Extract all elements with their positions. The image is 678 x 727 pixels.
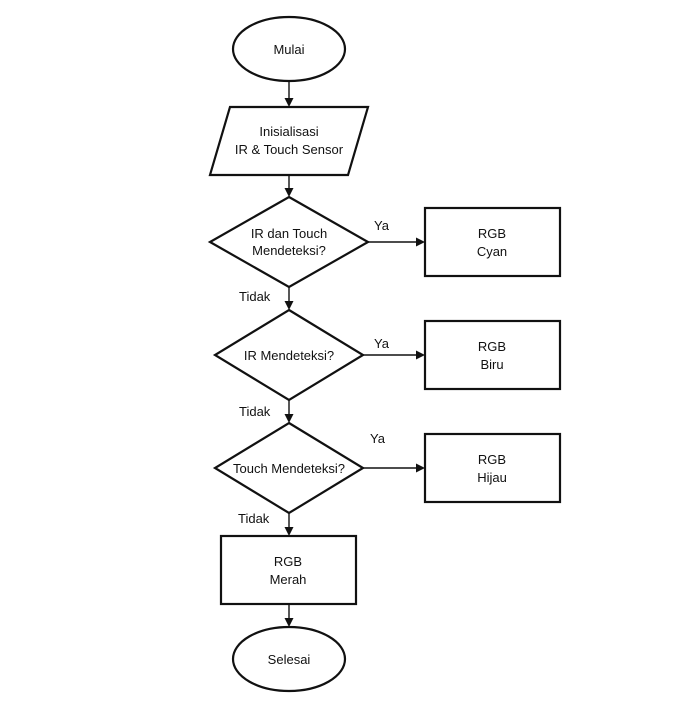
process-rgb-biru-line1: RGB <box>478 339 506 354</box>
process-rgb-merah-line2: Merah <box>270 572 307 587</box>
decision-ir-and-touch-line2: Mendeteksi? <box>252 243 326 258</box>
arrow-decision2-to-decision3 <box>284 400 294 423</box>
start-label: Mulai <box>273 42 304 57</box>
edge-label-tidak-2: Tidak <box>239 404 271 419</box>
arrow-decision1-to-cyan <box>368 237 425 247</box>
process-rgb-merah: RGB Merah <box>219 534 358 606</box>
decision-ir-label: IR Mendeteksi? <box>244 348 334 363</box>
process-rgb-cyan-line1: RGB <box>478 226 506 241</box>
decision-touch-label: Touch Mendeteksi? <box>233 461 345 476</box>
process-rgb-biru-line2: Biru <box>480 357 503 372</box>
init-node: Inisialisasi IR & Touch Sensor <box>208 105 370 177</box>
arrow-decision2-to-biru <box>363 350 425 360</box>
edge-label-ya-1: Ya <box>374 218 390 233</box>
init-label-line1: Inisialisasi <box>259 124 318 139</box>
arrow-decision3-to-hijau <box>363 463 425 473</box>
edge-label-tidak-1: Tidak <box>239 289 271 304</box>
arrow-init-to-decision1 <box>284 175 294 197</box>
process-rgb-hijau: RGB Hijau <box>423 432 562 504</box>
decision-touch: Touch Mendeteksi? <box>212 421 366 515</box>
process-rgb-biru: RGB Biru <box>423 319 562 391</box>
edge-label-ya-2: Ya <box>374 336 390 351</box>
start-node: Mulai <box>231 15 347 83</box>
process-rgb-cyan-line2: Cyan <box>477 244 507 259</box>
arrow-start-to-init <box>284 81 294 107</box>
edge-label-tidak-3: Tidak <box>238 511 270 526</box>
process-rgb-hijau-line2: Hijau <box>477 470 507 485</box>
arrow-decision1-to-decision2 <box>284 287 294 310</box>
arrow-decision3-to-merah <box>284 513 294 536</box>
process-rgb-merah-line1: RGB <box>274 554 302 569</box>
process-rgb-cyan: RGB Cyan <box>423 206 562 278</box>
process-rgb-hijau-line1: RGB <box>478 452 506 467</box>
end-node: Selesai <box>231 625 347 693</box>
init-label-line2: IR & Touch Sensor <box>235 142 344 157</box>
end-label: Selesai <box>268 652 311 667</box>
arrow-merah-to-end <box>284 604 294 627</box>
decision-ir: IR Mendeteksi? <box>212 308 366 402</box>
decision-ir-and-touch-line1: IR dan Touch <box>251 226 327 241</box>
decision-ir-and-touch: IR dan Touch Mendeteksi? <box>207 195 371 289</box>
edge-label-ya-3: Ya <box>370 431 386 446</box>
